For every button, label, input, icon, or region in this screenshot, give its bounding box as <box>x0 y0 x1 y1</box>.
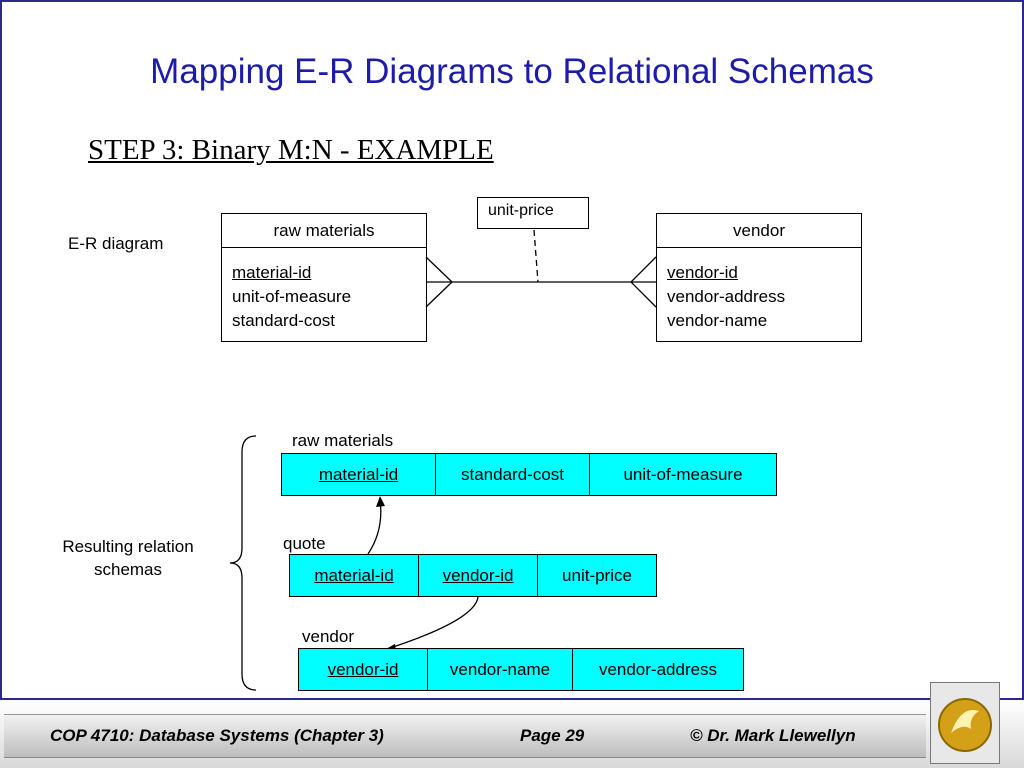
entity-key-attr: vendor-id <box>667 263 738 282</box>
fk-arrow <box>367 499 382 555</box>
entity-vendor: vendor vendor-id vendor-address vendor-n… <box>656 213 862 342</box>
schema-name: quote <box>283 534 326 553</box>
entity-name: vendor <box>657 214 861 248</box>
er-diagram-label: E-R diagram <box>68 234 164 253</box>
schema-vendor: vendor-id vendor-name vendor-address <box>298 648 744 691</box>
schema-pk-cell: material-id <box>290 555 419 596</box>
entity-attr: standard-cost <box>232 311 335 330</box>
entity-attr: unit-of-measure <box>232 287 352 306</box>
fk-arrow <box>389 596 479 649</box>
entity-name: raw materials <box>222 214 426 248</box>
step-heading: STEP 3: Binary M:N - EXAMPLE <box>88 134 494 166</box>
schema-pk-cell: material-id <box>282 454 436 495</box>
crows-foot-line <box>425 256 453 283</box>
footer-page: Page 29 <box>520 726 585 745</box>
schema-cell: vendor-name <box>428 649 573 690</box>
schema-name: raw materials <box>292 431 394 450</box>
schema-raw-materials: material-id standard-cost unit-of-measur… <box>281 453 777 496</box>
schema-name: vendor <box>302 627 354 646</box>
result-label: Resulting relation schemas <box>62 537 194 579</box>
crows-foot-line <box>425 281 453 308</box>
entity-raw-materials: raw materials material-id unit-of-measur… <box>221 213 427 342</box>
entity-attr: vendor-name <box>667 311 768 330</box>
attribute-dashed-line <box>533 229 539 283</box>
crows-foot-line <box>630 281 657 308</box>
entity-attr: vendor-address <box>667 287 786 306</box>
pegasus-logo-icon <box>938 698 992 752</box>
schema-pk-cell: vendor-id <box>299 649 428 690</box>
slide-title: Mapping E-R Diagrams to Relational Schem… <box>150 52 874 91</box>
arrowhead <box>376 496 385 507</box>
footer-bar <box>4 714 926 758</box>
crows-foot-line <box>630 256 657 283</box>
schema-cell: standard-cost <box>436 454 590 495</box>
entity-key-attr: material-id <box>232 263 312 282</box>
footer-course: COP 4710: Database Systems (Chapter 3) <box>50 726 384 745</box>
footer-author: © Dr. Mark Llewellyn <box>690 726 856 745</box>
schema-cell: unit-price <box>562 565 632 585</box>
schema-quote: material-id vendor-id unit-price <box>289 554 657 597</box>
schema-pk-cell: vendor-id <box>419 555 538 596</box>
schema-cell: vendor-address <box>598 659 718 679</box>
brace <box>229 435 257 691</box>
logo-icon <box>930 682 1000 764</box>
relationship-attribute-box: unit-price <box>477 197 589 229</box>
schema-cell: unit-of-measure <box>623 464 743 484</box>
